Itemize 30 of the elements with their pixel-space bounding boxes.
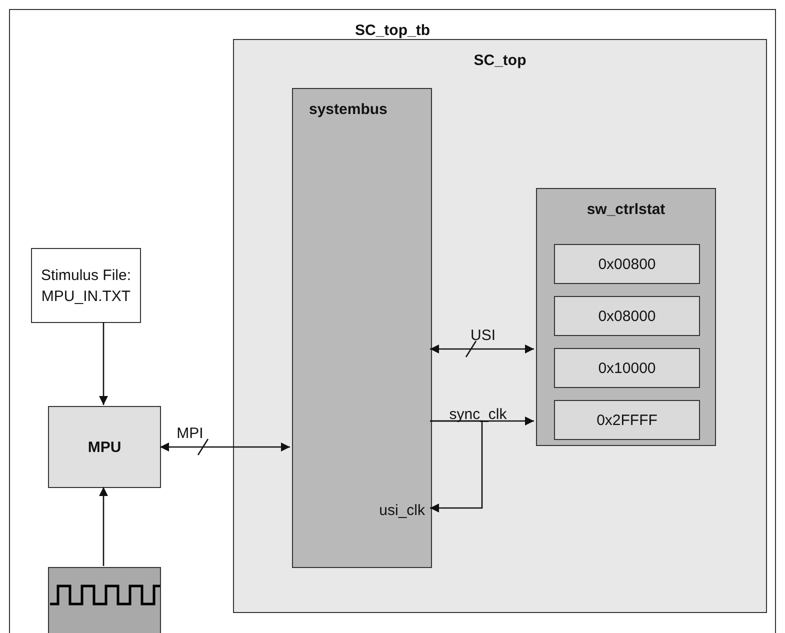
box-title: 0x08000 [597,306,657,326]
box-title: 0x10000 [597,358,657,378]
box-title: sw_ctrlstat [586,200,666,220]
edge-label: sync_clk [448,406,508,424]
box-title: systembus [308,100,388,120]
connector-arrow [160,442,290,452]
box-title: 0x00800 [597,254,657,274]
module-frame [233,39,767,613]
box-title: MPU [86,438,122,458]
register-box [554,244,700,284]
box-title: Stimulus File: MPU_IN.TXT [40,266,132,306]
edge-label: MPI [176,425,204,443]
clock-source-box [48,567,161,633]
connector-arrow [430,344,534,354]
testbench-frame [9,9,776,633]
connector-arrow [99,487,108,566]
bus-block [292,88,432,568]
connector-arrow [99,322,108,405]
file-box [31,248,141,323]
register-block [536,188,716,446]
box-title: 0x2FFFF [596,410,658,430]
box-title: SC_top_tb [354,21,431,41]
process-box [48,406,161,488]
edge-label: USI [470,327,496,345]
signal-name: usi_clk [379,501,425,521]
register-box [554,296,700,336]
connector-arrow [430,420,483,512]
register-box [554,348,700,388]
register-box [554,400,700,440]
box-title: SC_top [472,51,528,71]
